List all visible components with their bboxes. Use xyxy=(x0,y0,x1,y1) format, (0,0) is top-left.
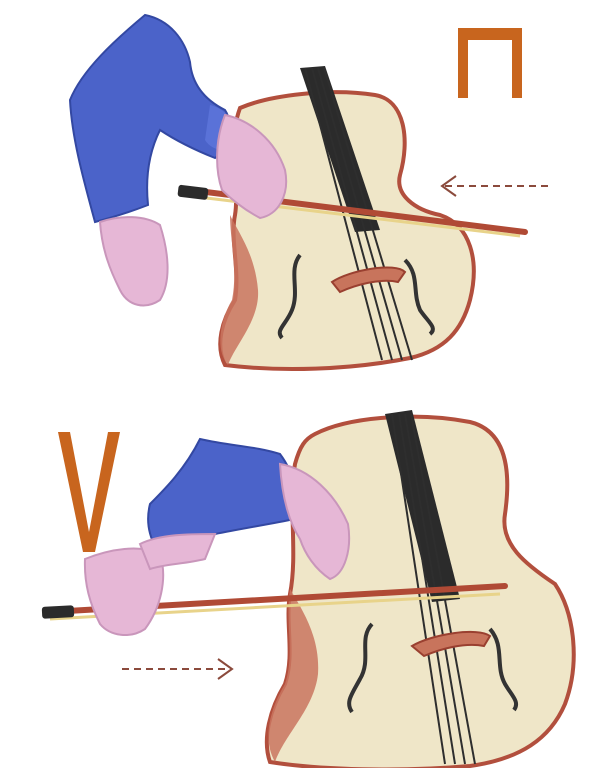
right-hand xyxy=(216,113,288,220)
f-hole-right xyxy=(403,258,435,336)
left-hand xyxy=(83,547,165,636)
arrow-left xyxy=(440,175,552,197)
sleeve xyxy=(147,437,298,561)
sleeve xyxy=(68,13,231,224)
cello-shadow xyxy=(220,215,259,365)
up-bow-symbol xyxy=(58,432,120,552)
down-bow-drawing xyxy=(68,13,552,372)
forearm xyxy=(138,532,217,571)
arrow-right xyxy=(122,658,234,680)
down-bow-symbol xyxy=(458,28,522,98)
fingerboard xyxy=(385,410,460,602)
bridge xyxy=(330,266,407,294)
bridge xyxy=(410,630,492,658)
right-hand xyxy=(278,462,351,581)
left-hand xyxy=(98,216,169,307)
f-hole-right xyxy=(488,627,519,712)
down-bow-panel xyxy=(68,13,552,372)
up-bow-drawing xyxy=(41,410,576,768)
f-hole-left xyxy=(347,622,374,714)
cello-shadow xyxy=(268,589,319,762)
f-hole-left xyxy=(277,253,302,340)
up-bow-panel xyxy=(0,384,598,768)
